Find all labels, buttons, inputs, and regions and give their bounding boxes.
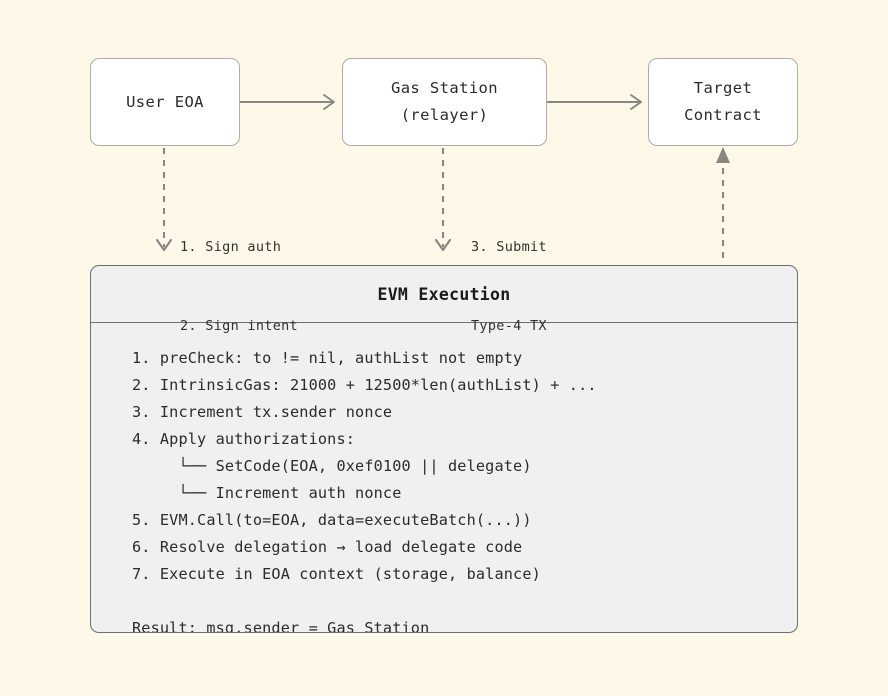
edge-label-sign-steps-line-2: 2. Sign intent xyxy=(180,317,298,334)
arrow-gas-to-target xyxy=(547,94,642,110)
arrow-user-to-panel xyxy=(155,148,173,252)
evm-step-line: 5. EVM.Call(to=EOA, data=executeBatch(..… xyxy=(132,510,532,529)
edge-label-submit-steps-line-1: 3. Submit xyxy=(471,238,547,255)
evm-execution-panel: EVM Execution 1. preCheck: to != nil, au… xyxy=(90,265,798,633)
node-user-eoa[interactable]: User EOA xyxy=(90,58,240,146)
node-gas-station-line-1: Gas Station xyxy=(390,79,499,98)
evm-step-line: └── Increment auth nonce xyxy=(132,483,402,502)
evm-execution-title: EVM Execution xyxy=(377,284,511,304)
evm-step-line: 2. IntrinsicGas: 21000 + 12500*len(authL… xyxy=(132,375,597,394)
node-target-contract-line-2: Contract xyxy=(684,106,762,124)
evm-execution-steps: 1. preCheck: to != nil, authList not emp… xyxy=(91,323,797,633)
evm-step-line: 1. preCheck: to != nil, authList not emp… xyxy=(132,349,523,367)
evm-execution-panel-header: EVM Execution xyxy=(91,266,797,323)
arrow-panel-to-target xyxy=(716,147,730,258)
evm-step-line: 3. Increment tx.sender nonce xyxy=(132,402,393,421)
evm-step-line: Result: msg.sender = Gas Station xyxy=(132,618,430,633)
node-gas-station[interactable]: Gas Station (relayer) xyxy=(342,58,547,146)
evm-step-line: 6. Resolve delegation → load delegate co… xyxy=(132,537,523,556)
edge-label-sign-steps: 1. Sign auth 2. Sign intent xyxy=(180,181,298,392)
evm-step-line xyxy=(132,588,797,615)
edge-label-submit-steps-line-2: Type-4 TX xyxy=(471,317,547,334)
node-target-contract[interactable]: Target Contract xyxy=(648,58,798,146)
arrow-user-to-gas xyxy=(240,94,335,110)
evm-step-line: 7. Execute in EOA context (storage, bala… xyxy=(132,564,541,583)
evm-step-line: └── SetCode(EOA, 0xef0100 || delegate) xyxy=(132,456,532,475)
arrow-gas-to-panel xyxy=(434,148,452,252)
node-gas-station-line-2: (relayer) xyxy=(400,106,489,124)
evm-step-line: 4. Apply authorizations: xyxy=(132,429,356,448)
edge-label-sign-steps-line-1: 1. Sign auth xyxy=(180,238,282,255)
edge-label-submit-steps: 3. Submit Type-4 TX xyxy=(471,181,547,392)
node-user-eoa-line-1: User EOA xyxy=(126,92,204,111)
node-target-contract-line-1: Target xyxy=(693,79,753,98)
